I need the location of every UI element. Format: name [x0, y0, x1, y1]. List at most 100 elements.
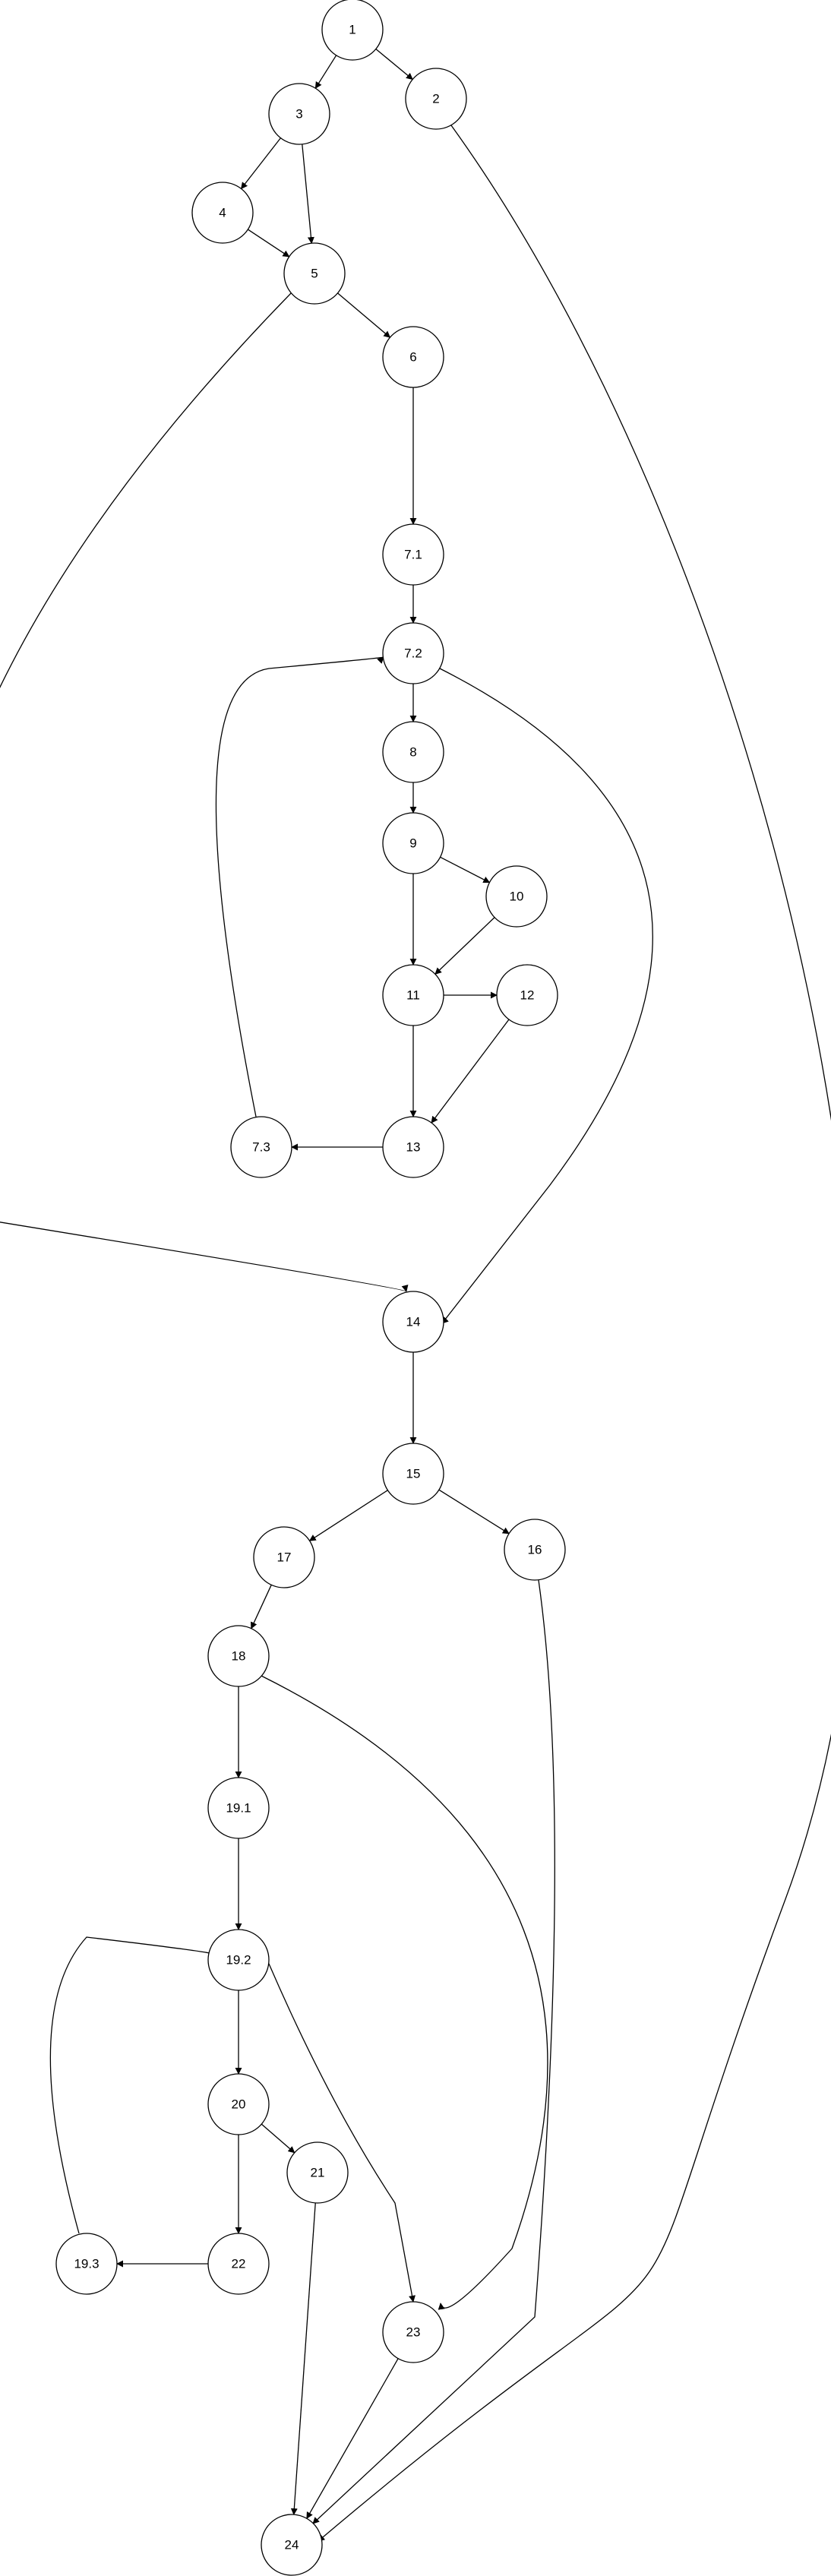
node-circle: [268, 83, 330, 145]
node-label: 18: [232, 1649, 246, 1664]
node-label: 5: [311, 267, 318, 281]
node-4: 4: [191, 182, 254, 244]
node-label: 7.3: [252, 1140, 270, 1155]
edge-9-to-10: [440, 856, 491, 883]
node-19-1: 19.1: [207, 1777, 270, 1839]
node-5: 5: [283, 242, 346, 305]
node-label: 23: [406, 2325, 421, 2340]
node-17: 17: [253, 1526, 315, 1588]
edge-23-to-24: [306, 2358, 399, 2520]
node-label: 8: [409, 745, 416, 760]
edge-15-to-17: [308, 1490, 388, 1541]
node-circle: [382, 523, 444, 586]
node-circle: [207, 1625, 270, 1687]
edge-4-to-5: [248, 229, 290, 258]
node-label: 7.1: [404, 548, 422, 562]
node-circle: [485, 865, 548, 928]
edge-3-to-4: [240, 137, 281, 190]
node-circle: [382, 2301, 444, 2363]
node-16: 16: [504, 1519, 566, 1581]
node-label: 2: [432, 92, 439, 106]
node-20: 20: [207, 2073, 270, 2135]
node-12: 12: [496, 964, 558, 1026]
node-label: 12: [520, 988, 535, 1003]
node-1: 1: [321, 0, 384, 61]
node-circle: [191, 182, 254, 244]
edge-5-to-6: [337, 292, 391, 338]
node-label: 9: [409, 836, 416, 851]
edge-19-3-to-19-2: [49, 1936, 220, 2234]
node-18: 18: [207, 1625, 270, 1687]
node-label: 14: [406, 1315, 421, 1329]
node-19-2: 19.2: [207, 1929, 270, 1991]
node-11: 11: [382, 964, 444, 1026]
node-7-2: 7.2: [382, 622, 444, 684]
node-label: 7.2: [404, 646, 422, 661]
node-label: 3: [295, 107, 302, 122]
node-label: 19.2: [226, 1953, 251, 1968]
node-9: 9: [382, 812, 444, 874]
node-15: 15: [382, 1443, 444, 1505]
edge-5-to-14: [0, 292, 408, 1292]
node-8: 8: [382, 721, 444, 783]
node-13: 13: [382, 1116, 444, 1178]
edge-16-to-24: [312, 1579, 555, 2524]
node-circle: [207, 1929, 270, 1991]
edge-10-to-11: [434, 917, 495, 975]
node-2: 2: [405, 68, 467, 130]
edge-12-to-13: [431, 1019, 510, 1124]
node-label: 19.3: [74, 2257, 99, 2271]
node-7-3: 7.3: [230, 1116, 292, 1178]
node-circle: [382, 1116, 444, 1178]
node-label: 20: [232, 2097, 246, 2112]
node-label: 19.1: [226, 1801, 251, 1816]
node-circle: [55, 2233, 118, 2295]
node-6: 6: [382, 326, 444, 388]
edge-18-to-23: [261, 1675, 548, 2310]
node-label: 21: [311, 2166, 325, 2180]
node-22: 22: [207, 2233, 270, 2295]
edge-21-to-24: [290, 2202, 316, 2515]
node-label: 11: [406, 988, 420, 1003]
node-circle: [283, 242, 346, 305]
node-label: 1: [349, 23, 355, 37]
node-circle: [382, 964, 444, 1026]
node-circle: [382, 721, 444, 783]
node-24: 24: [261, 2514, 323, 2576]
node-10: 10: [485, 865, 548, 928]
node-label: 24: [285, 2538, 299, 2552]
node-circle: [405, 68, 467, 130]
node-label: 4: [219, 206, 226, 220]
node-14: 14: [382, 1291, 444, 1353]
node-circle: [261, 2514, 323, 2576]
node-circle: [382, 326, 444, 388]
node-7-1: 7.1: [382, 523, 444, 586]
node-21: 21: [286, 2141, 349, 2204]
node-label: 13: [406, 1140, 421, 1155]
edge-1-to-3: [314, 55, 337, 89]
edge-7-3-to-7-2: [215, 656, 384, 1117]
node-label: 16: [528, 1543, 542, 1557]
edge-7-2-to-14: [439, 668, 653, 1324]
edges: [0, 48, 831, 2542]
node-label: 22: [232, 2257, 246, 2271]
node-label: 15: [406, 1467, 421, 1481]
edge-2-to-24: [318, 125, 831, 2542]
node-circle: [382, 1443, 444, 1505]
node-label: 17: [277, 1550, 292, 1565]
node-23: 23: [382, 2301, 444, 2363]
node-circle: [207, 2233, 270, 2295]
node-label: 6: [409, 350, 416, 365]
node-circle: [504, 1519, 566, 1581]
node-circle: [230, 1116, 292, 1178]
edge-3-to-5: [302, 144, 314, 245]
edge-19-2-to-23: [268, 1963, 416, 2303]
edge-1-to-2: [375, 48, 413, 81]
node-circle: [382, 622, 444, 684]
node-circle: [382, 1291, 444, 1353]
node-circle: [207, 1777, 270, 1839]
node-circle: [207, 2073, 270, 2135]
edge-20-to-21: [261, 2123, 295, 2154]
